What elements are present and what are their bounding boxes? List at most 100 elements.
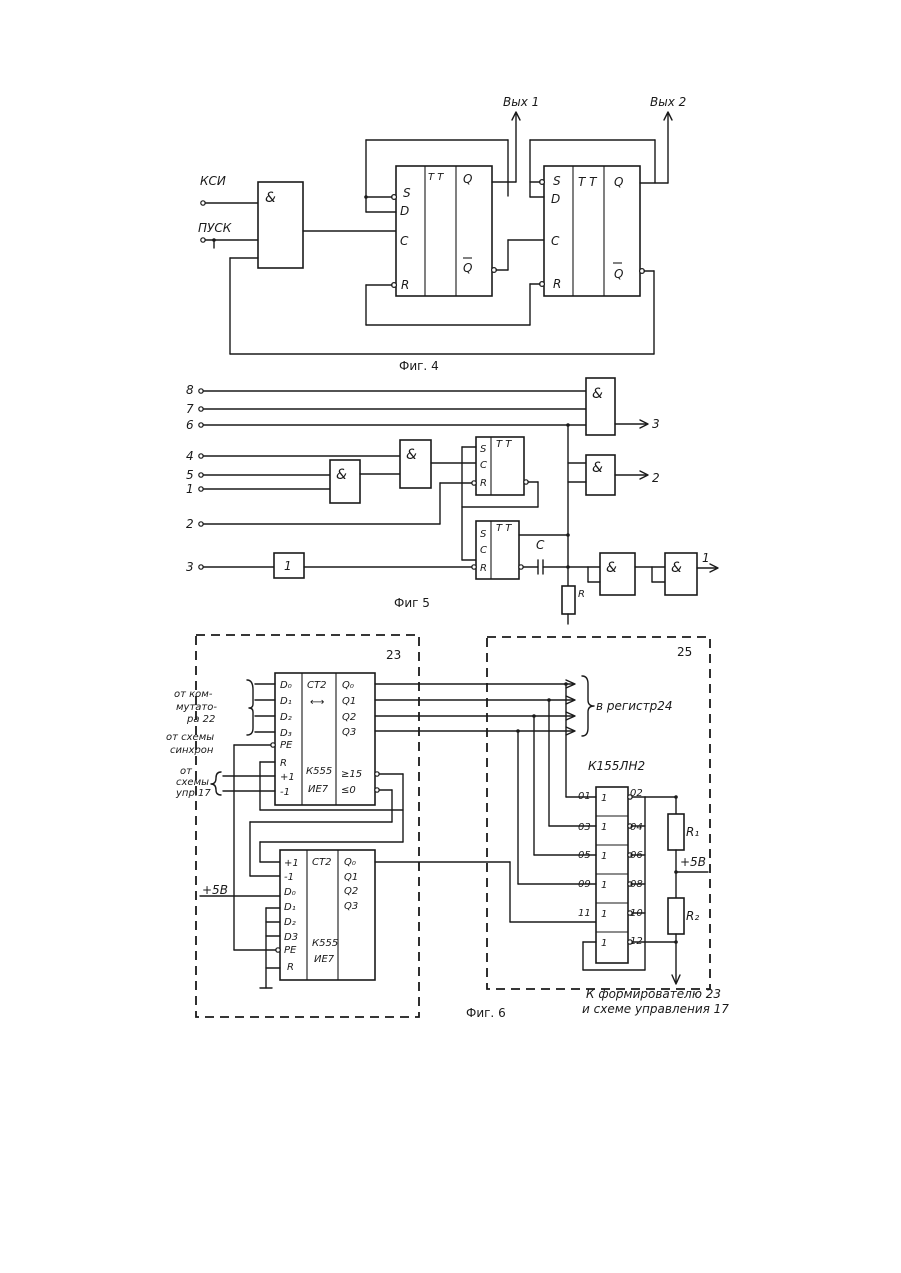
svg-text:1: 1: [601, 909, 607, 920]
fig6-label-r2: R₂: [686, 909, 699, 923]
svg-text:схемы: схемы: [176, 777, 209, 788]
svg-text:1: 1: [284, 559, 292, 573]
fig5-input-3: 3: [186, 560, 194, 574]
svg-text:04: 04: [630, 822, 643, 833]
svg-text:Q1: Q1: [342, 696, 356, 707]
svg-text:T T: T T: [496, 523, 512, 534]
fig4-ff1-nq: Q: [463, 261, 472, 275]
fig4-ff2-nq: Q: [614, 267, 623, 281]
fig6-label-r1: R₁: [686, 825, 699, 839]
svg-text:D₂: D₂: [280, 712, 292, 723]
fig4-and-symbol: &: [265, 190, 276, 206]
svg-text:R: R: [480, 563, 487, 574]
fig6-chip-3-name: К155ЛН2: [588, 759, 645, 773]
fig5-output-2: 2: [652, 471, 660, 485]
fig4-ff1-r: R: [401, 278, 409, 292]
fig4-out1-label: Вых 1: [503, 95, 539, 109]
fig5-input-4: 4: [186, 449, 194, 463]
fig6-label-from-comm: от ком-: [174, 689, 213, 700]
fig4-pusk-label: ПУСК: [198, 221, 232, 235]
svg-text:Q3: Q3: [344, 901, 358, 912]
fig4-ff2-c: C: [551, 234, 560, 248]
fig6-block-23-label: 23: [386, 648, 401, 662]
fig4-out2-label: Вых 2: [650, 95, 686, 109]
fig5-input-5: 5: [186, 468, 194, 482]
svg-text:R: R: [280, 758, 287, 769]
svg-text:+1: +1: [280, 772, 295, 783]
fig5-diagram: 8 7 6 4 5 1 2 3 & 3 & & S C: [186, 378, 718, 624]
svg-text:-1: -1: [284, 872, 294, 883]
svg-text:PE: PE: [284, 945, 297, 956]
svg-text:PE: PE: [280, 740, 293, 751]
svg-text:Q₀: Q₀: [344, 857, 356, 868]
svg-text:⟷: ⟷: [310, 697, 324, 708]
svg-text:ра 22: ра 22: [186, 714, 215, 725]
svg-text:D₁: D₁: [280, 696, 292, 707]
svg-text:≥15: ≥15: [341, 769, 362, 780]
svg-text:D₀: D₀: [284, 887, 296, 898]
svg-text:К555: К555: [312, 938, 338, 949]
fig5-output-3: 3: [652, 417, 660, 431]
svg-text:D₁: D₁: [284, 902, 296, 913]
svg-text:Q2: Q2: [342, 712, 356, 723]
fig5-input-8: 8: [186, 383, 194, 397]
svg-text:D₀: D₀: [280, 680, 292, 691]
fig6-block-25-label: 25: [677, 645, 692, 659]
svg-text:+1: +1: [284, 858, 299, 869]
svg-text:C: C: [480, 545, 487, 556]
svg-text:1: 1: [601, 880, 607, 891]
svg-text:СТ2: СТ2: [307, 680, 326, 691]
fig4-ff1-s: S: [403, 186, 411, 200]
fig6-label-to-register: в регистр24: [596, 699, 672, 713]
svg-text:ИЕ7: ИЕ7: [314, 954, 335, 965]
fig6-label-from-ctrl: от: [180, 766, 193, 777]
svg-text:1: 1: [601, 938, 607, 949]
svg-text:R: R: [578, 589, 585, 600]
fig5-caption: Фиг 5: [394, 596, 430, 610]
svg-text:T T: T T: [496, 439, 512, 450]
svg-text:Q2: Q2: [344, 886, 358, 897]
svg-text:синхрон: синхрон: [170, 745, 214, 756]
fig6-resistor-r1: [668, 814, 684, 850]
svg-text:&: &: [592, 386, 603, 402]
svg-text:&: &: [592, 460, 603, 476]
svg-text:мутато-: мутато-: [176, 702, 217, 713]
svg-text:R: R: [480, 478, 487, 489]
svg-text:R: R: [287, 962, 294, 973]
fig6-chip-3: [596, 787, 628, 963]
svg-text:≤0: ≤0: [341, 785, 356, 796]
svg-text:1: 1: [601, 822, 607, 833]
fig6-label-plus5: +5В: [202, 883, 228, 897]
svg-text:&: &: [606, 560, 617, 576]
fig5-output-1: 1: [702, 551, 710, 565]
svg-text:&: &: [671, 560, 682, 576]
fig4-diagram: КСИ ПУСК & S D C R T T Q Q: [198, 95, 686, 373]
fig4-ff1-tt: T T: [428, 172, 444, 183]
fig5-input-1: 1: [186, 482, 194, 496]
svg-text:S: S: [480, 444, 487, 455]
fig6-label-plus5b: +5В: [680, 855, 706, 869]
fig6-diagram: 23 25 D₀ D₁ D₂ D₃ PE R +1 -1 СТ2 ⟷ К555 …: [166, 635, 729, 1020]
fig5-resistor: [562, 586, 575, 614]
fig4-ff2-d: D: [551, 192, 560, 206]
fig4-ff2-q: Q: [614, 175, 623, 189]
fig5-input-2: 2: [186, 517, 194, 531]
svg-text:СТ2: СТ2: [312, 857, 331, 868]
fig5-input-7: 7: [186, 402, 194, 416]
fig4-ff2-tt: T T: [578, 175, 598, 189]
svg-text:C: C: [480, 460, 487, 471]
fig4-ff1-c: C: [400, 234, 409, 248]
fig6-label-from-sync: от схемы: [166, 732, 214, 743]
fig4-ff2-s: S: [553, 174, 561, 188]
fig5-input-6: 6: [186, 418, 194, 432]
fig6-label-bottom-2: и схеме управления 17: [582, 1002, 729, 1016]
svg-text:&: &: [406, 447, 417, 463]
fig4-ff1-q: Q: [463, 172, 472, 186]
svg-text:1: 1: [601, 793, 607, 804]
fig4-caption: Фиг. 4: [399, 359, 439, 373]
fig5-capacitor-label: C: [536, 538, 545, 552]
svg-text:К555: К555: [306, 766, 332, 777]
svg-text:упр.17: упр.17: [175, 788, 211, 799]
